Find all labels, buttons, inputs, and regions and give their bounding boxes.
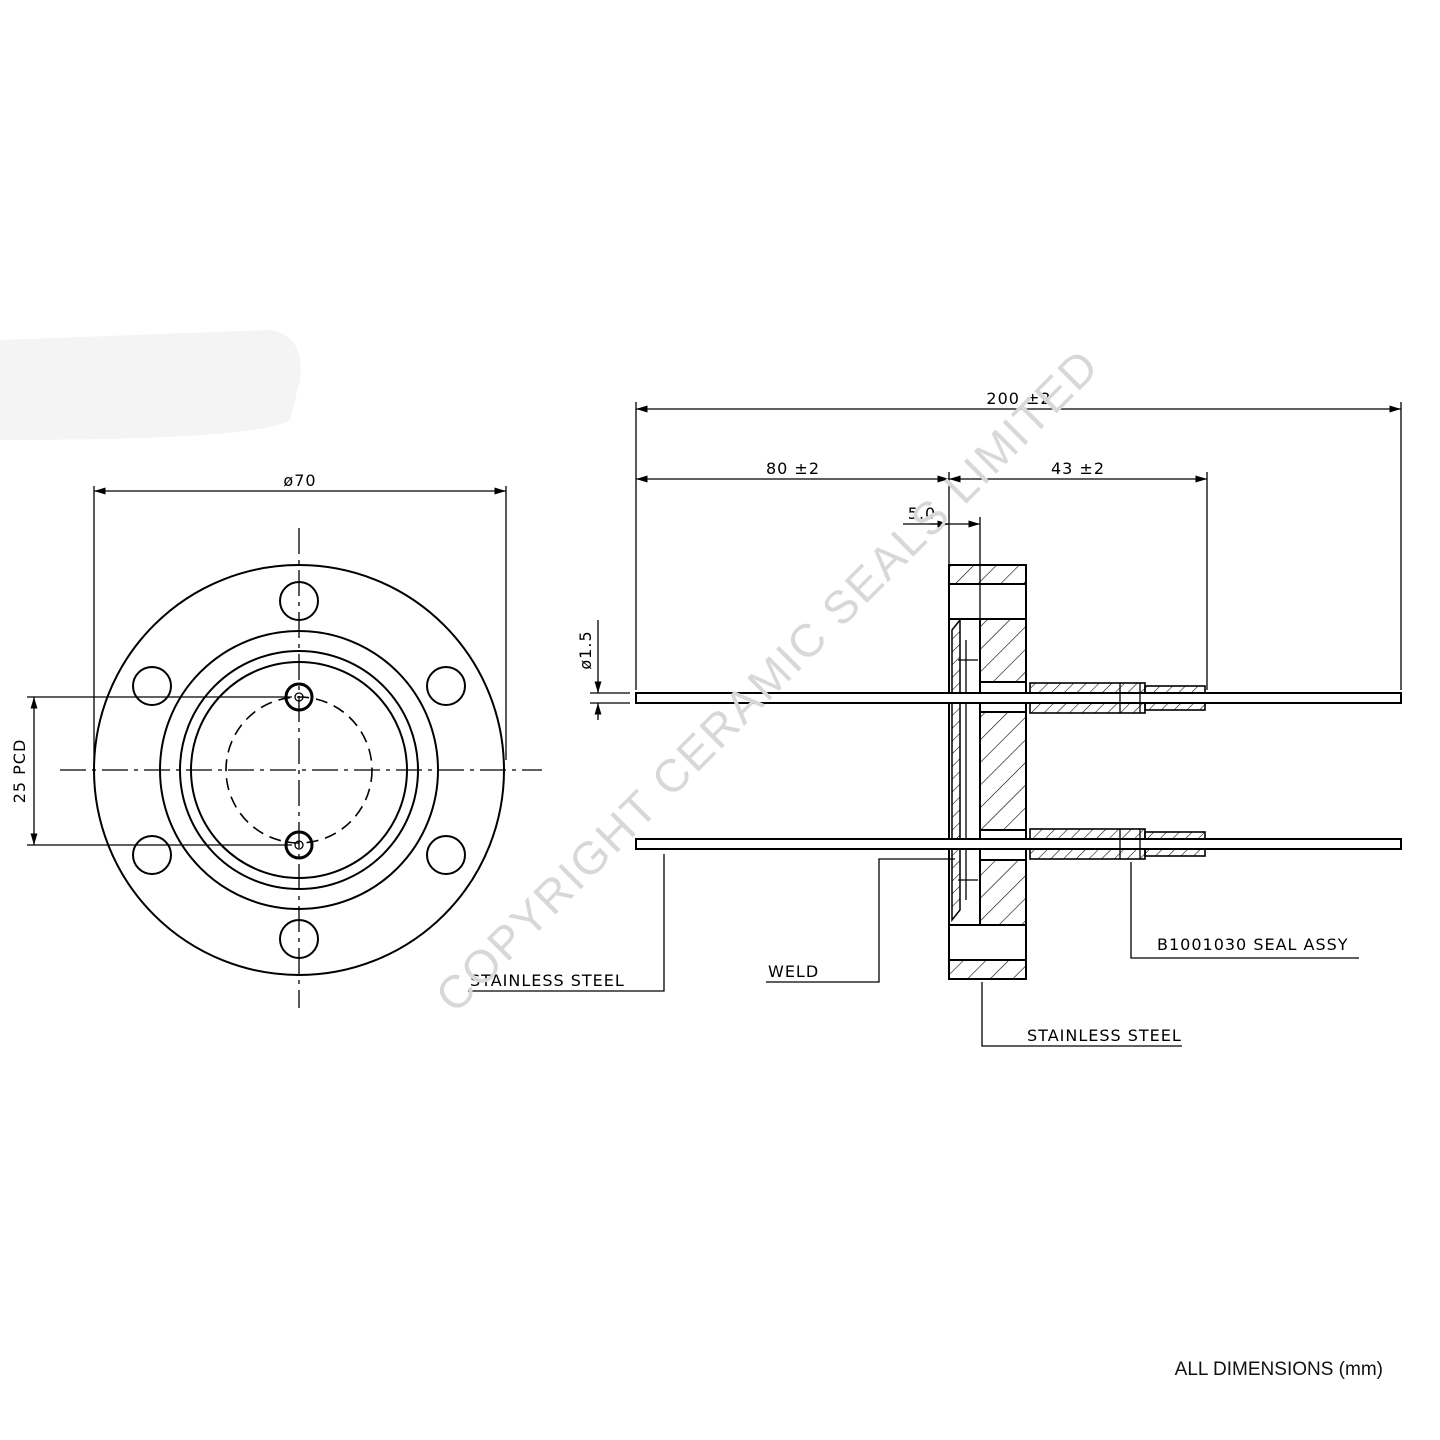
background-smudge	[0, 330, 301, 440]
units-note: ALL DIMENSIONS (mm)	[1175, 1359, 1383, 1380]
pitch-circle	[225, 696, 373, 844]
flange-bottom-hatch	[948, 959, 1027, 980]
callout-weld: WELD	[768, 962, 819, 981]
callout-leader-flange	[981, 982, 1182, 1047]
callout-stainless-steel-flange: STAINLESS STEEL	[1027, 1026, 1182, 1045]
pcd-label: 25 PCD	[10, 739, 29, 804]
pin-upper	[635, 692, 1402, 704]
pin-lower	[635, 838, 1402, 850]
weld-zone	[951, 617, 961, 923]
seal-ring-middle	[179, 650, 419, 890]
side-view: 200 ±2 80 ±2 43 ±2 5.0 ø1.5 STAINLESS ST…	[468, 389, 1402, 1047]
bolt-hole-bottom	[279, 919, 319, 959]
seal-assy-lower	[1029, 828, 1206, 860]
bolt-hole-lower-left	[132, 835, 172, 875]
callout-stainless-steel-pin: STAINLESS STEEL	[470, 971, 625, 990]
seal-assy-upper	[1029, 682, 1206, 714]
callout-leader-seal	[1130, 862, 1359, 959]
flange-outer-circle	[93, 564, 505, 976]
diameter-label: ø70	[283, 471, 316, 490]
pin-top-inner	[294, 692, 304, 702]
flange-body-hatch	[979, 618, 1027, 926]
front-view: ø70 25 PCD	[10, 471, 542, 1008]
left-length-label: 80 ±2	[766, 459, 820, 478]
overall-length-label: 200 ±2	[986, 389, 1051, 408]
flange-top-hatch	[948, 564, 1027, 585]
callout-seal-assy: B1001030 SEAL ASSY	[1157, 935, 1349, 954]
pin-bottom-inner	[294, 840, 304, 850]
callout-leader-weld	[766, 858, 955, 983]
callout-leader-pin	[468, 854, 665, 992]
seal-ring-inner	[190, 661, 408, 879]
pin-diameter-label: ø1.5	[576, 630, 595, 669]
seal-ring-outer	[159, 630, 439, 910]
flange-thickness-label: 5.0	[908, 504, 936, 523]
bolt-hole-top	[279, 581, 319, 621]
bolt-hole-lower-right	[426, 835, 466, 875]
bolt-hole-upper-right	[426, 666, 466, 706]
right-length-label: 43 ±2	[1051, 459, 1105, 478]
bolt-hole-upper-left	[132, 666, 172, 706]
